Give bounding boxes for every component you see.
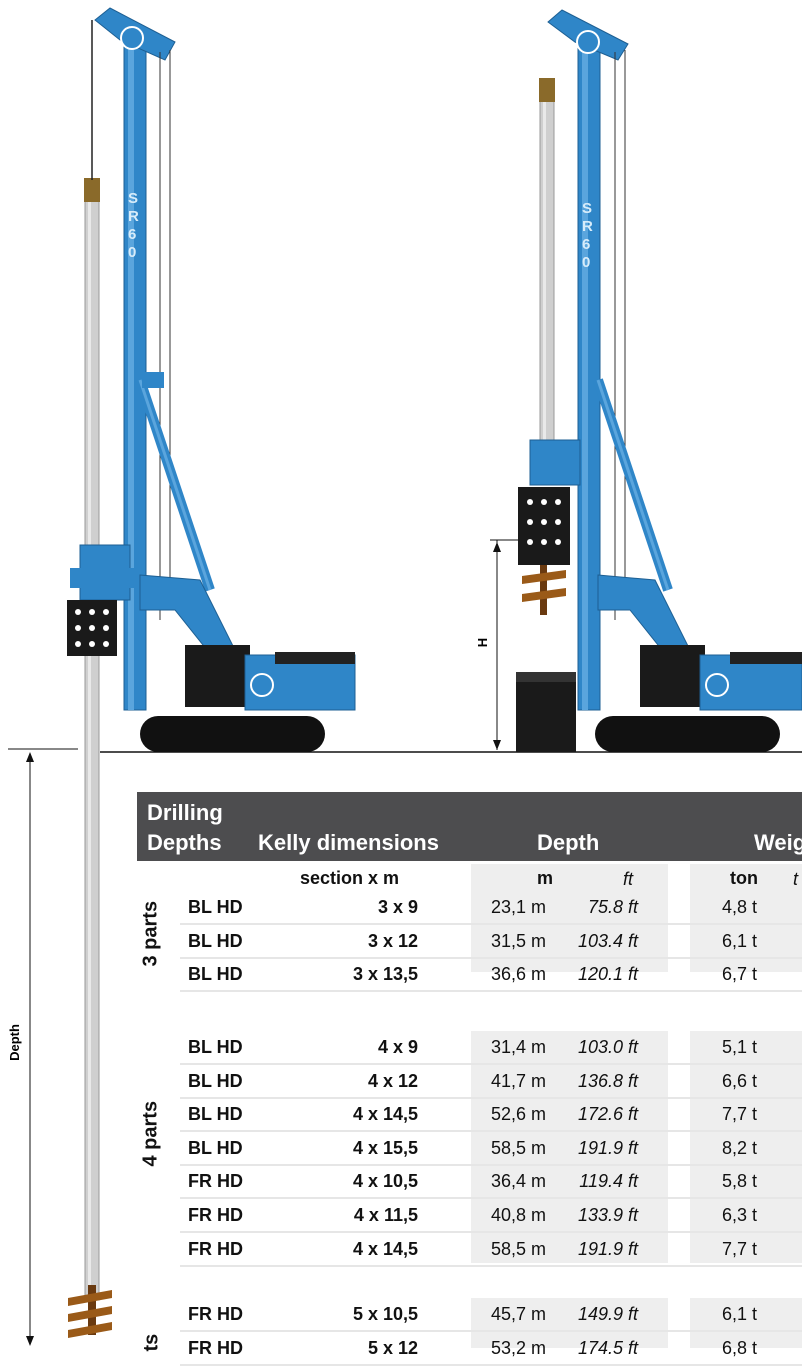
weight-ton: 6,1 t [722,930,758,951]
row-divider [180,1330,802,1332]
row-divider [180,1163,802,1166]
depth-feet: 191.9 ft [577,1137,638,1158]
kelly-type: FR HD [188,1205,243,1225]
depth-meters: 31,5 m [491,930,547,951]
kelly-type: BL HD [188,1104,243,1125]
kelly-type: BL HD [188,930,243,951]
depth-meters: 41,7 m [491,1070,547,1091]
depth-feet: 119.4 ft [579,1171,638,1192]
kelly-type: FR HD [188,1238,243,1259]
depth-dimension-label: Depth [6,1024,22,1061]
row-divider [180,1197,802,1200]
table-title-line2: Depths [147,830,222,855]
drilling-rig-left [26,7,356,1346]
kelly-dimension: 5 x 10,5 [352,1304,418,1324]
kelly-dimension: 4 x 14,5 [352,1104,418,1125]
weight-ton: 5,1 t [722,1037,758,1057]
kelly-dimension: 3 x 13,5 [352,964,418,985]
depth-meters: 36,4 m [491,1171,547,1192]
row-divider [180,1363,802,1366]
row-divider [180,1130,802,1133]
col-header-depth: Depth [537,830,600,855]
kelly-type: FR HD [188,1171,243,1192]
table-header: Drilling Depths Kelly dimensions Depth W… [137,792,802,861]
kelly-dimension: 4 x 9 [377,1037,418,1057]
depth-feet: 136.8 ft [577,1070,638,1091]
depth-feet: 172.6 ft [577,1104,638,1125]
kelly-dimension: 3 x 12 [367,930,418,951]
row-divider [180,923,802,925]
kelly-type: FR HD [188,1304,243,1324]
rig-model-label-right: SR 60 [582,200,593,271]
kelly-type: BL HD [188,964,243,985]
subheader-m: m [537,868,554,888]
row-divider [180,1096,802,1099]
subheader-ft: ft [623,869,634,889]
weight-ton: 4,8 t [722,897,758,917]
col-header-weight: Weig [754,830,802,855]
depth-meters: 36,6 m [491,964,547,985]
depth-column-bg [471,864,668,972]
group-label-4-parts: 4 parts [139,1100,162,1167]
group-label-5-parts: ts [140,1333,163,1352]
kelly-dimension: 4 x 15,5 [352,1137,418,1158]
depth-meters: 40,8 m [491,1205,547,1225]
row-divider [180,1231,802,1233]
weight-ton: 7,7 t [722,1238,758,1259]
col-header-kelly: Kelly dimensions [258,830,439,855]
depth-meters: 52,6 m [491,1104,547,1125]
depth-meters: 31,4 m [491,1037,547,1057]
depth-meters: 58,5 m [491,1137,547,1158]
weight-ton: 7,7 t [722,1104,758,1125]
depth-feet: 75.8 ft [587,897,638,917]
row-divider [180,956,802,959]
row-divider [180,990,802,993]
rig-model-label-left: SR 60 [128,190,139,261]
kelly-type: BL HD [188,1037,243,1057]
kelly-dimension: 3 x 9 [377,897,418,917]
kelly-type: BL HD [188,1070,243,1091]
kelly-dimension: 4 x 12 [367,1070,418,1091]
subheader-ton: ton [730,868,758,888]
depth-meters: 23,1 m [491,897,547,917]
weight-column-bg [690,864,802,972]
group-label-3-parts: 3 parts [139,900,162,967]
weight-ton: 8,2 t [722,1137,758,1158]
subheader-section: section x m [300,868,400,888]
depth-feet: 120.1 ft [577,964,638,985]
kelly-dimension: 4 x 11,5 [353,1205,418,1225]
weight-column-bg [690,1031,802,1263]
weight-ton: 6,6 t [722,1070,758,1091]
depth-feet: 133.9 ft [577,1205,638,1225]
depth-feet: 103.0 ft [577,1037,638,1057]
depth-feet: 191.9 ft [577,1238,638,1259]
height-dimension-label: H [475,637,491,648]
row-divider [180,1063,802,1065]
row-divider [180,1264,802,1267]
weight-ton: 5,8 t [722,1171,758,1192]
weight-ton: 6,1 t [722,1304,758,1324]
weight-ton: 6,3 t [722,1205,758,1225]
kelly-dimension: 4 x 10,5 [352,1171,418,1192]
drilling-rig-right [490,9,802,752]
depth-meters: 58,5 m [491,1238,547,1259]
table-title-line1: Drilling [147,800,223,825]
subheader-t: t [793,869,799,889]
weight-ton: 6,7 t [722,964,758,985]
kelly-dimension: 4 x 14,5 [352,1238,418,1259]
depth-column-bg [471,1298,668,1348]
depth-column-bg [471,1031,668,1263]
depth-meters: 45,7 m [491,1304,547,1324]
kelly-type: BL HD [188,897,243,917]
depth-feet: 149.9 ft [577,1304,638,1324]
kelly-type: BL HD [188,1137,243,1158]
weight-column-bg [690,1298,802,1348]
depth-feet: 103.4 ft [577,930,638,951]
